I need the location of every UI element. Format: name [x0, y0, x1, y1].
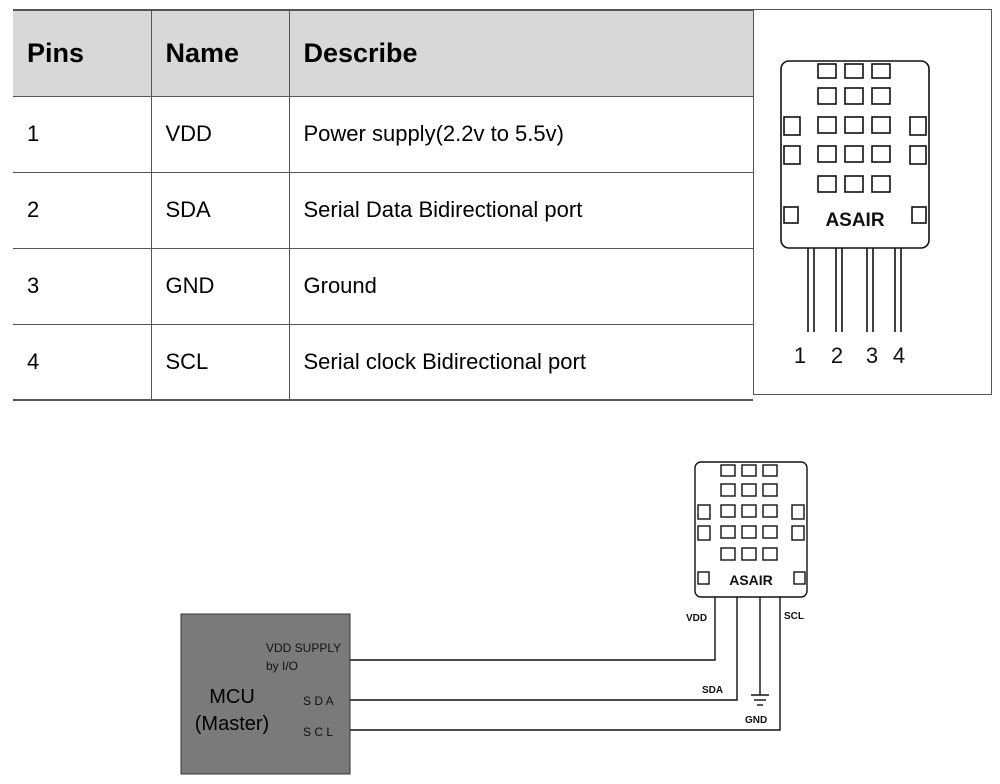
pin-cell: 3 — [13, 248, 152, 325]
pin-number-label: 1 — [794, 343, 806, 368]
sensor-pin-wires — [350, 597, 781, 731]
mcu-label: MCU — [209, 686, 255, 708]
pin-number-label: 4 — [893, 343, 905, 368]
sensor-panel: ASAIR 1 2 3 4 — [753, 9, 992, 395]
describe-cell: Power supply(2.2v to 5.5v) — [289, 96, 753, 173]
label-vdd: VDD — [686, 613, 707, 624]
table-header-row: Pins Name Describe — [13, 9, 753, 97]
pin-cell: 2 — [13, 172, 152, 249]
pin-number-label: 3 — [866, 343, 878, 368]
label-gnd: GND — [745, 715, 767, 726]
sensor-brand: ASAIR — [825, 210, 884, 231]
pin-cell: 1 — [13, 96, 152, 173]
mcu-block — [180, 613, 351, 775]
header-name: Name — [151, 9, 290, 97]
mcu-sublabel: (Master) — [195, 713, 269, 735]
table-row: 4 SCL Serial clock Bidirectional port — [13, 324, 753, 401]
mcu-pin-sda-label: S D A — [303, 694, 334, 708]
ground-symbol — [751, 694, 769, 706]
table-row: 2 SDA Serial Data Bidirectional port — [13, 172, 753, 249]
name-cell: VDD — [151, 96, 290, 173]
pin-number-label: 2 — [831, 343, 843, 368]
wiring-diagram: ASAIR VDD SCL SDA GND MCU (Master) VDD S… — [180, 461, 808, 775]
describe-cell: Serial Data Bidirectional port — [289, 172, 753, 249]
label-scl: SCL — [784, 611, 804, 622]
label-sda: SDA — [702, 685, 723, 696]
describe-cell: Ground — [289, 248, 753, 325]
pin-cell: 4 — [13, 324, 152, 401]
sensor-small-drawing — [694, 461, 808, 598]
mcu-pin-vdd-label: VDD SUPPLY — [266, 641, 341, 655]
name-cell: GND — [151, 248, 290, 325]
name-cell: SDA — [151, 172, 290, 249]
describe-cell: Serial clock Bidirectional port — [289, 324, 753, 401]
mcu-pin-scl-label: S C L — [303, 725, 333, 739]
sensor-small-brand: ASAIR — [729, 572, 773, 588]
table-row: 1 VDD Power supply(2.2v to 5.5v) — [13, 96, 753, 173]
table-row: 3 GND Ground — [13, 248, 753, 325]
mcu-pin-vdd-sublabel: by I/O — [266, 659, 298, 673]
header-describe: Describe — [289, 9, 753, 97]
pin-table: Pins Name Describe 1 VDD Power supply(2.… — [13, 9, 753, 401]
sensor-body — [780, 60, 930, 249]
name-cell: SCL — [151, 324, 290, 401]
sensor-drawing: ASAIR 1 2 3 4 — [780, 60, 930, 368]
header-pins: Pins — [13, 9, 152, 97]
